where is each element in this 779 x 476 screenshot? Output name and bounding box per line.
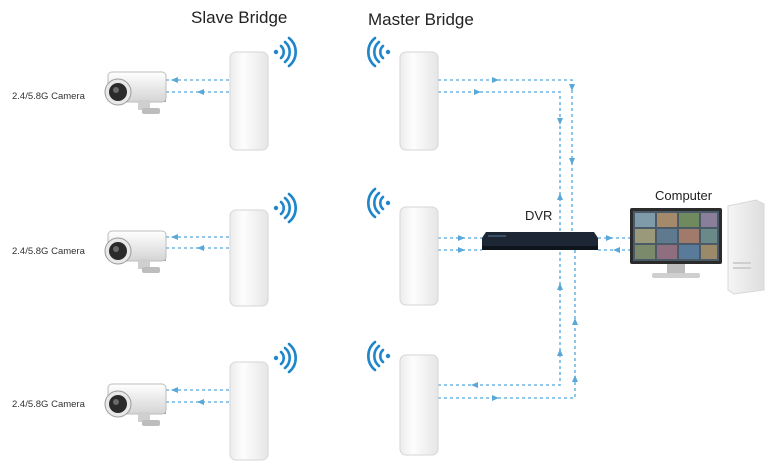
arrow bbox=[613, 247, 620, 253]
wifi-signal-icon bbox=[273, 36, 297, 68]
arrow bbox=[557, 193, 563, 200]
slave-bridge-heading: Slave Bridge bbox=[191, 8, 288, 27]
arrow bbox=[557, 349, 563, 356]
arrow bbox=[458, 235, 465, 241]
camera-icon bbox=[104, 383, 167, 426]
link-lines bbox=[160, 79, 630, 403]
arrow bbox=[171, 387, 178, 393]
wifi-signal-icon bbox=[273, 192, 297, 224]
camera-label-1: 2.4/5.8G Camera bbox=[12, 91, 85, 102]
arrow bbox=[471, 382, 478, 388]
master-bridge-device-3 bbox=[399, 354, 439, 456]
master-bridge-heading: Master Bridge bbox=[368, 10, 474, 29]
arrow bbox=[557, 118, 563, 125]
arrow bbox=[492, 77, 499, 83]
arrow bbox=[197, 399, 204, 405]
master-bridge-device-1 bbox=[399, 51, 439, 151]
camera-icon bbox=[104, 230, 167, 273]
wifi-signal-icon bbox=[273, 342, 297, 374]
link-arrows bbox=[171, 77, 620, 405]
arrow bbox=[557, 283, 563, 290]
link-master3-backbone-b bbox=[438, 250, 576, 399]
dvr-label: DVR bbox=[525, 208, 553, 223]
arrow bbox=[197, 89, 204, 95]
camera-label-3: 2.4/5.8G Camera bbox=[12, 399, 85, 410]
wifi-signal-icon bbox=[367, 187, 391, 219]
wifi-signal-icon bbox=[367, 340, 391, 372]
computer-label: Computer bbox=[655, 188, 713, 203]
camera-icon bbox=[104, 71, 167, 114]
arrow bbox=[458, 247, 465, 253]
arrow bbox=[197, 245, 204, 251]
master-bridge-device-2 bbox=[399, 206, 439, 306]
monitor-icon bbox=[630, 208, 722, 278]
link-master1-backbone-b bbox=[438, 91, 561, 238]
link-master1-backbone-a bbox=[438, 79, 573, 238]
arrow bbox=[569, 158, 575, 165]
arrow bbox=[171, 234, 178, 240]
arrow bbox=[572, 318, 578, 325]
slave-bridge-device-2 bbox=[229, 209, 269, 307]
arrow bbox=[606, 235, 613, 241]
dvr-icon bbox=[482, 232, 598, 250]
arrow bbox=[492, 395, 499, 401]
arrow bbox=[474, 89, 481, 95]
arrow bbox=[171, 77, 178, 83]
arrow bbox=[569, 84, 575, 91]
camera-label-2: 2.4/5.8G Camera bbox=[12, 246, 85, 257]
arrow bbox=[572, 375, 578, 382]
pc-tower-icon bbox=[727, 199, 765, 295]
wifi-signal-icon bbox=[367, 36, 391, 68]
link-master3-backbone-a bbox=[438, 250, 561, 386]
slave-bridge-device-1 bbox=[229, 51, 269, 151]
slave-bridge-device-3 bbox=[229, 361, 269, 461]
